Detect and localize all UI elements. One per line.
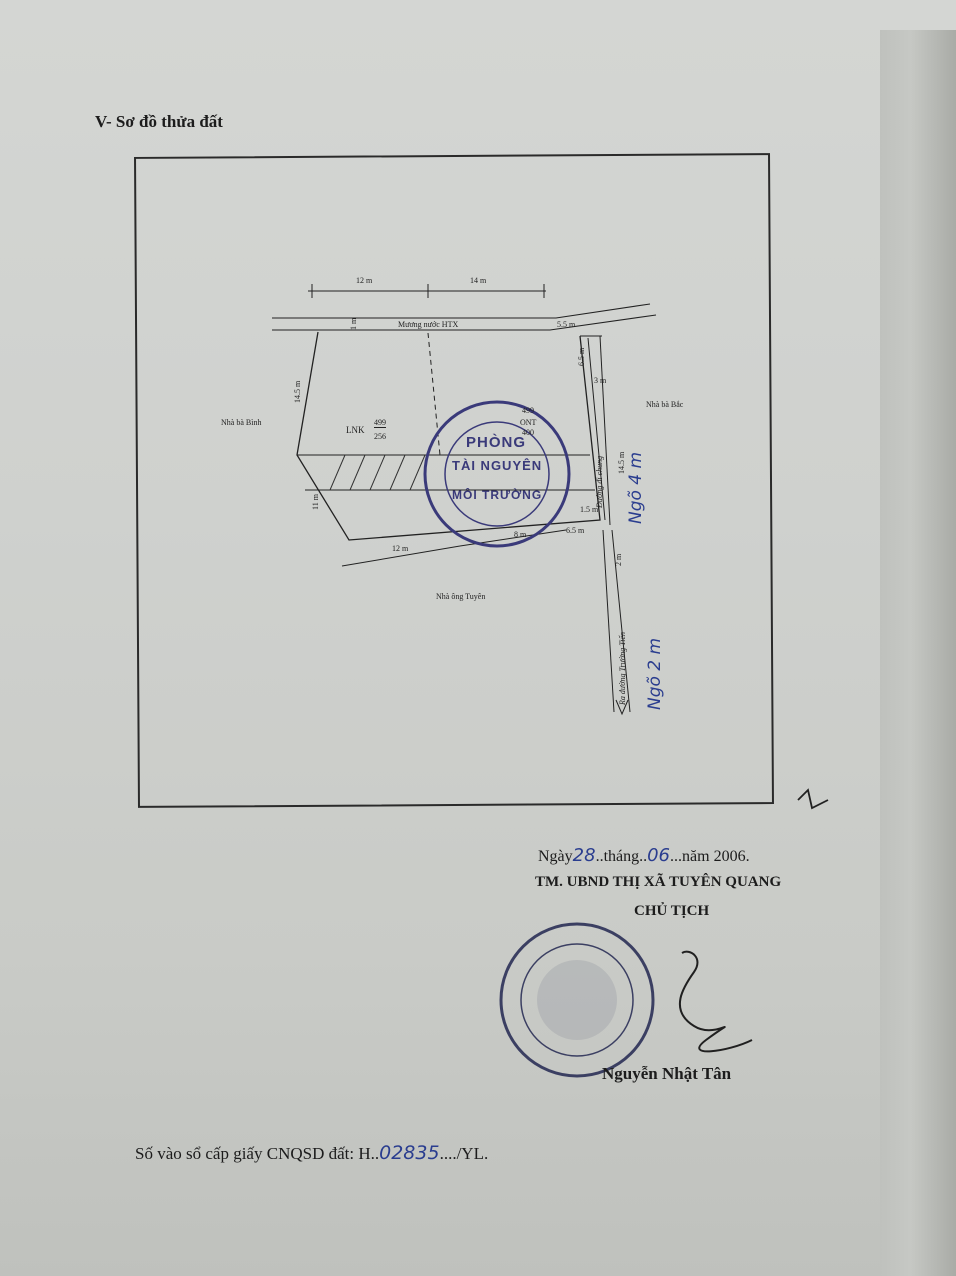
right-top-dim: 6.5 m (577, 347, 586, 366)
neighbor-right: Nhà bà Bắc (646, 400, 684, 409)
paper-fold-edge (880, 30, 956, 1276)
parcel-left-code: LNK (346, 425, 365, 435)
parcel-left-area: 256 (374, 432, 386, 441)
right-3m-dim: 3 m (594, 376, 607, 385)
stamp-line2: TÀI NGUYÊN (452, 458, 543, 473)
hand-ngo2: Ngõ 2 m (645, 637, 665, 710)
right-1-5-dim: 1.5 m (580, 505, 599, 514)
neighbor-bottom: Nhà ông Tuyên (436, 592, 486, 601)
date-year: ...năm 2006. (670, 848, 750, 865)
registration-number: 02835 (379, 1142, 440, 1164)
registration-suffix: ..../YL. (439, 1144, 489, 1163)
date-day: 28 (572, 845, 596, 866)
road-width: 2 m (614, 553, 623, 566)
hand-ngo4: Ngõ 4 m (626, 451, 646, 524)
registration-line: Số vào sổ cấp giấy CNQSD đất: H..02835..… (135, 1142, 488, 1164)
path-label: Đường đi chung (595, 455, 604, 508)
section-title: V- Sơ đồ thửa đất (95, 112, 223, 131)
date-prefix: Ngày (538, 848, 573, 865)
left-side-dim: 14.5 m (293, 380, 302, 403)
stamp-line1: PHÒNG (466, 434, 527, 451)
authority-title: TM. UBND THỊ XÃ TUYÊN QUANG (535, 874, 782, 890)
position-title: CHỦ TỊCH (634, 903, 710, 919)
right-inner-dim: 14.5 m (617, 451, 626, 474)
canal-end: 5.5 m (557, 320, 576, 329)
parcel-left-num: 499 (374, 418, 386, 428)
date-month: 06 (647, 845, 671, 866)
parcel-right-num: 499 (522, 406, 534, 415)
signer-name: Nguyễn Nhật Tân (602, 1064, 732, 1083)
date-month-label: ..tháng.. (595, 848, 648, 865)
canal-label: Mương nước HTX (398, 320, 459, 329)
parcel-right-code: ONT (520, 418, 537, 427)
stamp-line3: MÔI TRƯỜNG (452, 488, 543, 502)
dim-top-right: 14 m (470, 276, 487, 285)
canal-width: 1 m (349, 317, 358, 330)
dim-bottom-right: 6.5 m (566, 526, 585, 535)
neighbor-left: Nhà bà Bình (221, 418, 262, 427)
dim-bottom-mid: 8 m (514, 530, 527, 539)
road-label: Ra đường Trường Tiến (618, 631, 627, 705)
parcel-right-area: 400 (522, 428, 534, 437)
date-line: Ngày28..tháng..06...năm 2006. (538, 845, 750, 866)
dim-top-left: 12 m (356, 276, 373, 285)
dim-bottom: 12 m (392, 544, 409, 553)
registration-prefix: Số vào sổ cấp giấy CNQSD đất: H.. (135, 1144, 380, 1163)
left-lower-dim: 11 m (311, 494, 320, 510)
